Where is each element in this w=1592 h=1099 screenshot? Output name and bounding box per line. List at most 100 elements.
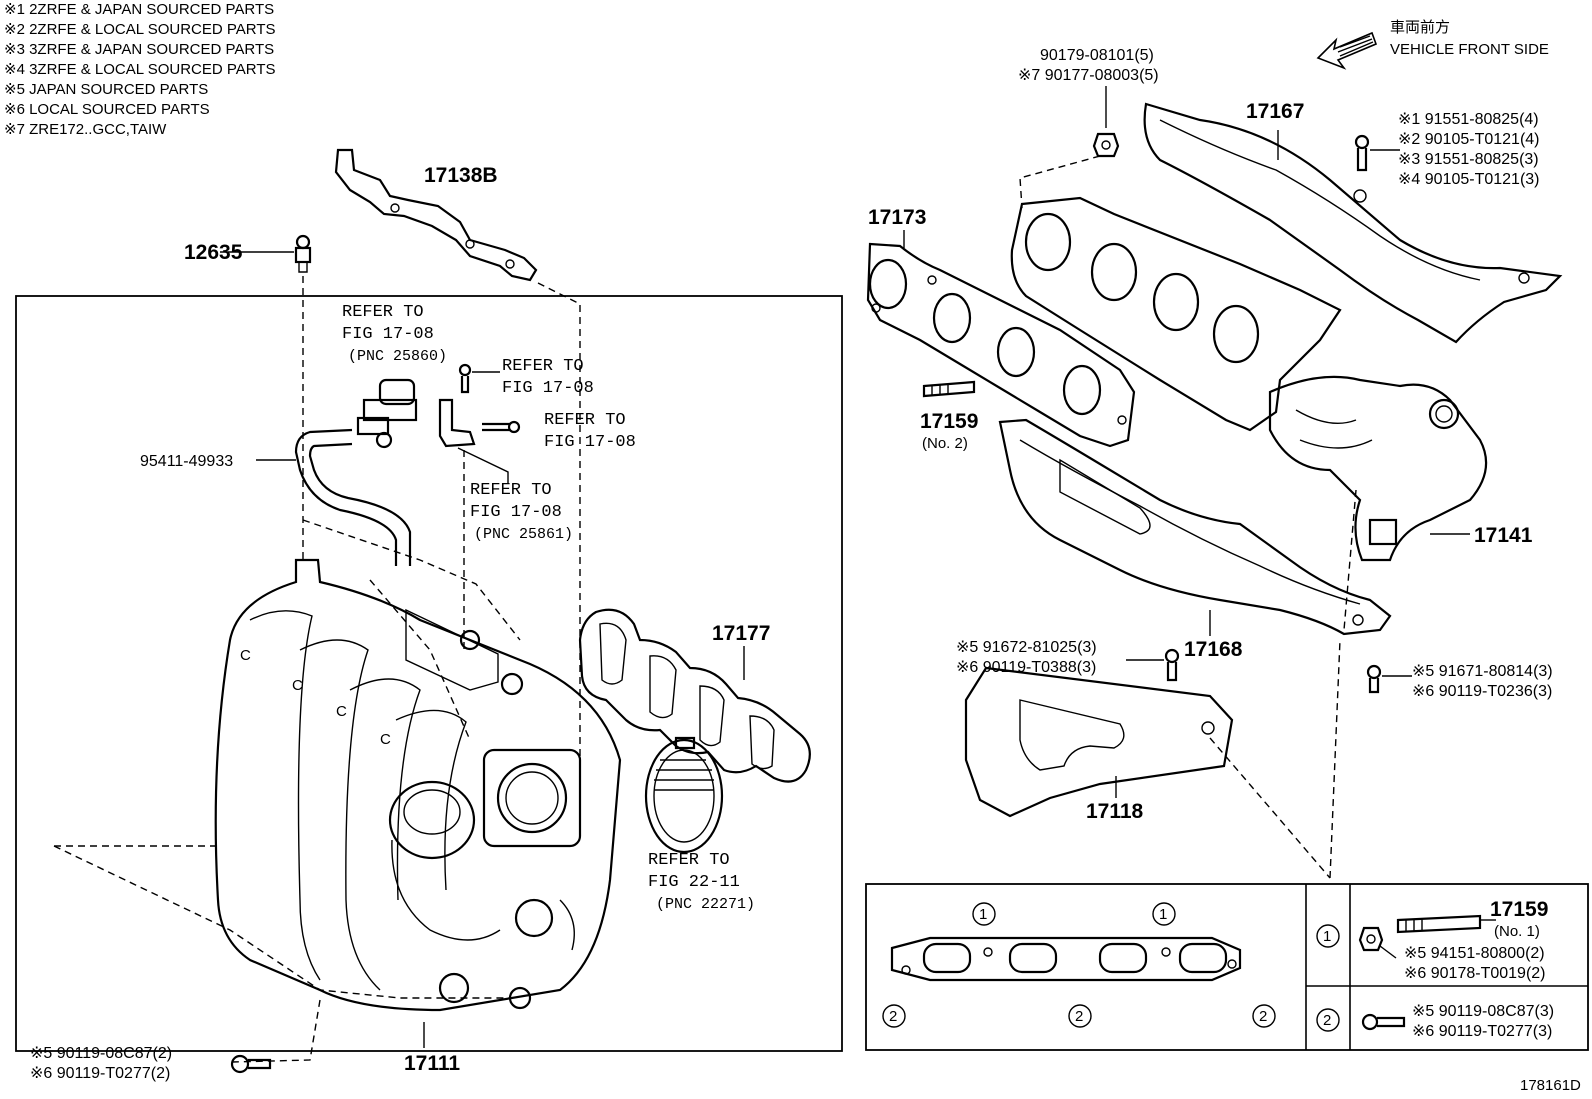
- heat-insulator-17168: [998, 418, 1392, 636]
- variant-table: 1 1 2 2 2 1 2 1715: [865, 883, 1589, 1051]
- label-17177: 17177: [712, 622, 770, 645]
- ref2-line2: FIG 17-08: [502, 379, 594, 398]
- note-3: ※3 3ZRFE & JAPAN SOURCED PARTS: [4, 41, 274, 58]
- ref4-line1: REFER TO: [470, 481, 552, 500]
- ref4-line3: (PNC 25861): [474, 526, 573, 543]
- label-90177-08003: ※7 90177-08003(5): [1018, 67, 1159, 84]
- note-7: ※7 ZRE172..GCC,TAIW: [4, 121, 167, 138]
- ref1-line3: (PNC 25860): [348, 348, 447, 365]
- manifold-stay-bolt: [1366, 664, 1382, 694]
- label-17141: 17141: [1474, 524, 1533, 547]
- ref2-line1: REFER TO: [502, 357, 584, 376]
- vsv-bolt: [458, 363, 472, 394]
- label-12635: 12635: [184, 241, 243, 264]
- label-17138B: 17138B: [424, 164, 498, 187]
- note-5: ※5 JAPAN SOURCED PARTS: [4, 81, 208, 98]
- label-17159-no2-sub: (No. 2): [922, 435, 968, 452]
- label-17118: 17118: [1086, 800, 1144, 823]
- gasket-17173: [866, 242, 1136, 448]
- label-90119-t0277-right: ※6 90119-T0277(3): [1412, 1023, 1552, 1040]
- marker-1-b: 1: [1152, 902, 1176, 926]
- intake-manifold-17111: C C C C: [214, 558, 622, 1012]
- ref5-line2: FIG 22-11: [648, 873, 740, 892]
- note-2: ※2 2ZRFE & LOCAL SOURCED PARTS: [4, 21, 276, 38]
- svg-text:1: 1: [1159, 906, 1167, 923]
- svg-text:2: 2: [1075, 1008, 1083, 1025]
- notes-list: ※1 2ZRFE & JAPAN SOURCED PARTS ※2 2ZRFE …: [4, 1, 276, 138]
- bolt-12635: [294, 234, 312, 273]
- front-arrow-icon: [1316, 31, 1378, 70]
- ref5-line1: REFER TO: [648, 851, 730, 870]
- label-17111: 17111: [404, 1052, 460, 1075]
- heat-insulator-17167: [1143, 102, 1563, 344]
- svg-text:2: 2: [1323, 1012, 1331, 1029]
- label-17167: 17167: [1246, 100, 1304, 123]
- ref3-line2: FIG 17-08: [544, 433, 636, 452]
- label-91672-81025: ※5 91672-81025(3): [956, 639, 1097, 656]
- label-90105-t0121-3: ※4 90105-T0121(3): [1398, 171, 1540, 188]
- exhaust-manifold-17141: [1010, 196, 1488, 562]
- label-94151-80800: ※5 94151-80800(2): [1404, 945, 1545, 962]
- label-90119-t0277-left: ※6 90119-T0277(2): [30, 1065, 170, 1082]
- label-95411-49933: 95411-49933: [140, 453, 233, 470]
- ref1-line1: REFER TO: [342, 303, 424, 322]
- note-1: ※1 2ZRFE & JAPAN SOURCED PARTS: [4, 1, 274, 18]
- insulator-lower-bolt: [1164, 648, 1180, 682]
- gasket-17177: [578, 608, 811, 783]
- label-91671-80814: ※5 91671-80814(3): [1412, 663, 1553, 680]
- insulator-bolt: [1354, 134, 1370, 172]
- svg-text:C: C: [292, 677, 303, 694]
- svg-text:2: 2: [889, 1008, 897, 1025]
- label-17168: 17168: [1184, 638, 1243, 661]
- marker-2-b: 2: [1068, 1004, 1092, 1028]
- manifold-bolt: [230, 1054, 272, 1074]
- label-91551-80825-3: ※3 91551-80825(3): [1398, 151, 1539, 168]
- label-90119-t0388: ※6 90119-T0388(3): [956, 659, 1096, 676]
- label-17159-no2: 17159: [920, 410, 978, 433]
- svg-text:1: 1: [979, 906, 987, 923]
- vsv-bracket: [438, 398, 476, 448]
- note-6: ※6 LOCAL SOURCED PARTS: [4, 101, 210, 118]
- ref3-line1: REFER TO: [544, 411, 626, 430]
- direction-jp: 車両前方: [1390, 19, 1450, 36]
- manifold-stay-17118: [964, 666, 1234, 818]
- stud-17159-no1: [1396, 914, 1482, 934]
- label-17173: 17173: [868, 206, 926, 229]
- figure-id: 178161D: [1520, 1077, 1581, 1094]
- label-90105-t0121-4: ※2 90105-T0121(4): [1398, 131, 1540, 148]
- ref1-line2: FIG 17-08: [342, 325, 434, 344]
- stud-17159-no2: [922, 380, 976, 398]
- vsv-valve: [356, 378, 418, 449]
- svg-text:2: 2: [1259, 1008, 1267, 1025]
- marker-1-a: 1: [972, 902, 996, 926]
- label-90178-t0019: ※6 90178-T0019(2): [1404, 965, 1546, 982]
- ref4-line2: FIG 17-08: [470, 503, 562, 522]
- marker-2-row: 2: [1316, 1008, 1340, 1032]
- svg-text:C: C: [380, 731, 391, 748]
- hose-95411-49933: [294, 428, 412, 566]
- label-90119-08c87-left: ※5 90119-08C87(2): [30, 1045, 172, 1062]
- svg-text:C: C: [336, 703, 347, 720]
- nut-94151: [1358, 926, 1384, 952]
- note-4: ※4 3ZRFE & LOCAL SOURCED PARTS: [4, 61, 276, 78]
- direction-en: VEHICLE FRONT SIDE: [1390, 41, 1549, 58]
- bracket-17138B: [334, 148, 538, 282]
- intake-assembly-frame: [15, 295, 843, 1052]
- vehicle-front-arrow: 車両前方 VEHICLE FRONT SIDE: [1316, 19, 1549, 70]
- label-17159-no1: 17159: [1490, 898, 1548, 921]
- bolt-90119-08c87: [1361, 1013, 1406, 1031]
- vsv-bracket-bolt: [482, 420, 521, 434]
- marker-2-a: 2: [882, 1004, 906, 1028]
- ref5-line3: (PNC 22271): [656, 896, 755, 913]
- svg-text:1: 1: [1323, 928, 1331, 945]
- label-90119-08c87-right: ※5 90119-08C87(3): [1412, 1003, 1554, 1020]
- svg-text:C: C: [240, 647, 251, 664]
- label-91551-80825-4: ※1 91551-80825(4): [1398, 111, 1539, 128]
- label-90179-08101: 90179-08101(5): [1040, 47, 1154, 64]
- throttle-gasket: [644, 736, 724, 854]
- nut-90179: [1092, 132, 1120, 158]
- label-90119-t0236: ※6 90119-T0236(3): [1412, 683, 1552, 700]
- label-17159-no1-sub: (No. 1): [1494, 923, 1540, 940]
- marker-2-c: 2: [1252, 1004, 1276, 1028]
